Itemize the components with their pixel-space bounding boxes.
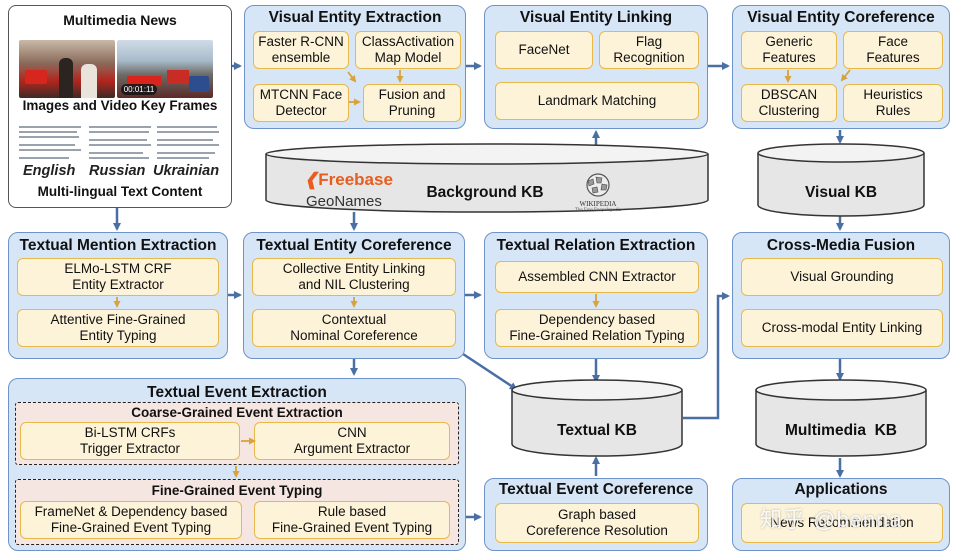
flag-recognition-box: Flag Recognition [599, 31, 699, 69]
news-title: Multimedia News [63, 12, 177, 28]
background-kb-label: Background KB [426, 184, 544, 201]
news-document-russian [89, 122, 155, 166]
images-caption: Images and Video Key Frames [22, 98, 218, 113]
cross-media-fusion-title: Cross-Media Fusion [766, 237, 916, 254]
news-recommendation-box: News Recommendation [741, 503, 943, 543]
video-timestamp: 00:01:11 [121, 84, 157, 95]
visual-entity-coreference-panel: Visual Entity Coreference Generic Featur… [732, 5, 950, 129]
multimedia-kb-cylinder [755, 379, 927, 457]
bilstm-crf-trigger-box: Bi-LSTM CRFs Trigger Extractor [20, 422, 240, 460]
inner-arrow-faster-rcnn-to-fusion [347, 71, 357, 83]
wikipedia-wordmark: WIKIPEDIA [579, 200, 617, 208]
textual-event-coreference-panel: Textual Event Coreference Graph based Co… [484, 478, 708, 551]
textual-event-extraction-panel: Textual Event Extraction Coarse-Grained … [8, 378, 466, 551]
arrow-textual-kb-to-fusion [683, 292, 730, 420]
visual-entity-extraction-title: Visual Entity Extraction [268, 9, 442, 26]
visual-entity-linking-panel: Visual Entity Linking FaceNet Flag Recog… [484, 5, 708, 129]
news-document-ukrainian [157, 122, 223, 166]
freebase-logo-text: Freebase [318, 170, 393, 189]
visual-kb-cylinder [757, 143, 925, 217]
cnn-argument-box: CNN Argument Extractor [254, 422, 450, 460]
class-activation-box: ClassActivation Map Model [355, 31, 461, 69]
visual-kb-label: Visual KB [804, 184, 878, 201]
facenet-box: FaceNet [495, 31, 593, 69]
textual-kb-label: Textual KB [557, 422, 637, 439]
faster-rcnn-box: Faster R-CNN ensemble [253, 31, 349, 69]
coarse-grained-group: Coarse-Grained Event Extraction Bi-LSTM … [15, 402, 459, 465]
rule-based-typing-box: Rule based Fine-Grained Event Typing [254, 501, 450, 539]
background-kb-cylinder [265, 143, 709, 213]
cross-media-fusion-panel: Cross-Media Fusion Visual Grounding Cros… [732, 232, 950, 359]
nominal-coreference-box: Contextual Nominal Coreference [252, 309, 456, 347]
dependency-relation-typing-box: Dependency based Fine-Grained Relation T… [495, 309, 699, 347]
fine-grained-group: Fine-Grained Event Typing FrameNet & Dep… [15, 479, 459, 545]
graph-coreference-box: Graph based Coreference Resolution [495, 503, 699, 543]
wikipedia-globe-icon [580, 172, 616, 208]
assembled-cnn-box: Assembled CNN Extractor [495, 261, 699, 293]
inner-arrow-face-to-dbscan [840, 69, 851, 82]
multimedia-kb-label: Multimedia KB [785, 422, 897, 439]
wikipedia-tagline: The Free Encyclopedia [574, 208, 622, 213]
news-video-frame: 00:01:11 [117, 40, 213, 98]
freebase-icon: ❰ [304, 170, 319, 189]
coarse-grained-title: Coarse-Grained Event Extraction [131, 405, 343, 420]
framenet-typing-box: FrameNet & Dependency based Fine-Grained… [20, 501, 242, 539]
mtcnn-box: MTCNN Face Detector [253, 84, 349, 122]
visual-entity-coreference-title: Visual Entity Coreference [747, 9, 935, 26]
textual-entity-coreference-title: Textual Entity Coreference [256, 237, 452, 254]
fine-grained-title: Fine-Grained Event Typing [151, 483, 323, 498]
generic-features-box: Generic Features [741, 31, 837, 69]
visual-grounding-box: Visual Grounding [741, 258, 943, 296]
dbscan-clustering-box: DBSCAN Clustering [741, 84, 837, 122]
text-caption: Multi-lingual Text Content [37, 184, 203, 199]
multimedia-news-panel: Multimedia News 00:01:11 Images and Vide… [8, 5, 232, 208]
textual-mention-extraction-panel: Textual Mention Extraction ELMo-LSTM CRF… [8, 232, 228, 359]
textual-event-extraction-title: Textual Event Extraction [147, 384, 327, 401]
zhihu-watermark: 知乎 @benna [760, 507, 903, 532]
attentive-typing-box: Attentive Fine-Grained Entity Typing [17, 309, 219, 347]
cross-modal-linking-box: Cross-modal Entity Linking [741, 309, 943, 347]
textual-event-coreference-title: Textual Event Coreference [498, 481, 694, 498]
elmo-lstm-crf-box: ELMo-LSTM CRF Entity Extractor [17, 258, 219, 296]
visual-entity-extraction-panel: Visual Entity Extraction Faster R-CNN en… [244, 5, 466, 129]
landmark-matching-box: Landmark Matching [495, 82, 699, 120]
language-ukrainian: Ukrainian [153, 163, 220, 179]
applications-panel: Applications News Recommendation [732, 478, 950, 551]
collective-linking-box: Collective Entity Linking and NIL Cluste… [252, 258, 456, 296]
geonames-logo: GeoNames [306, 193, 382, 210]
language-russian: Russian [89, 163, 146, 179]
textual-entity-coreference-panel: Textual Entity Coreference Collective En… [243, 232, 465, 359]
textual-relation-extraction-title: Textual Relation Extraction [496, 237, 696, 254]
textual-mention-extraction-title: Textual Mention Extraction [19, 237, 217, 254]
freebase-logo: ❰Freebase [304, 170, 393, 190]
language-english: English [23, 163, 76, 179]
news-document-english [19, 122, 85, 166]
news-photo-protest [19, 40, 115, 98]
applications-title: Applications [794, 481, 888, 498]
fusion-pruning-box: Fusion and Pruning [363, 84, 461, 122]
textual-kb-cylinder [511, 379, 683, 457]
arrow-entity-coref-to-textual-kb [459, 350, 518, 391]
visual-entity-linking-title: Visual Entity Linking [519, 9, 673, 26]
face-features-box: Face Features [843, 31, 943, 69]
heuristics-rules-box: Heuristics Rules [843, 84, 943, 122]
